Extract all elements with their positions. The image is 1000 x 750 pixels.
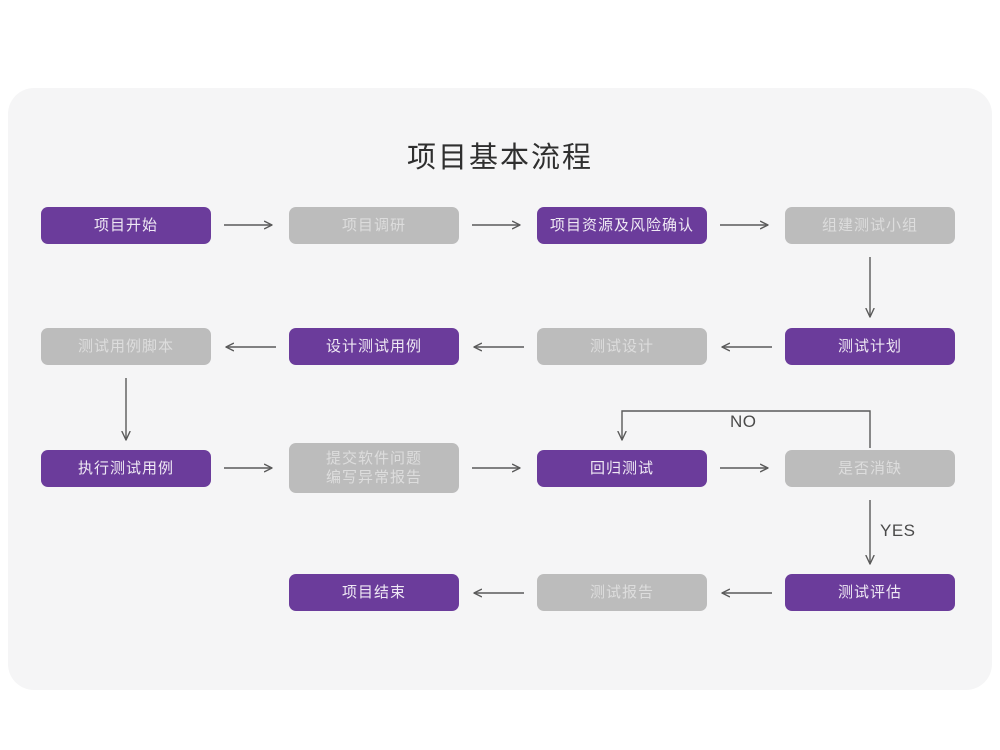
node-project-end[interactable]: 项目结束 [289, 574, 459, 611]
node-regression-test[interactable]: 回归测试 [537, 450, 707, 487]
node-project-research[interactable]: 项目调研 [289, 207, 459, 244]
edge-label-no: NO [730, 412, 757, 431]
node-build-test-team[interactable]: 组建测试小组 [785, 207, 955, 244]
node-design-test-case[interactable]: 设计测试用例 [289, 328, 459, 365]
edge-label-yes: YES [880, 521, 916, 540]
node-execute-test-case[interactable]: 执行测试用例 [41, 450, 211, 487]
node-test-case-script[interactable]: 测试用例脚本 [41, 328, 211, 365]
node-submit-bug-report[interactable]: 提交软件问题 编写异常报告 [289, 443, 459, 493]
node-project-start[interactable]: 项目开始 [41, 207, 211, 244]
node-test-design[interactable]: 测试设计 [537, 328, 707, 365]
node-resource-risk-confirm[interactable]: 项目资源及风险确认 [537, 207, 707, 244]
node-defect-cleared-decision[interactable]: 是否消缺 [785, 450, 955, 487]
node-test-evaluation[interactable]: 测试评估 [785, 574, 955, 611]
node-test-plan[interactable]: 测试计划 [785, 328, 955, 365]
page-title: 项目基本流程 [406, 142, 593, 174]
node-test-report[interactable]: 测试报告 [537, 574, 707, 611]
